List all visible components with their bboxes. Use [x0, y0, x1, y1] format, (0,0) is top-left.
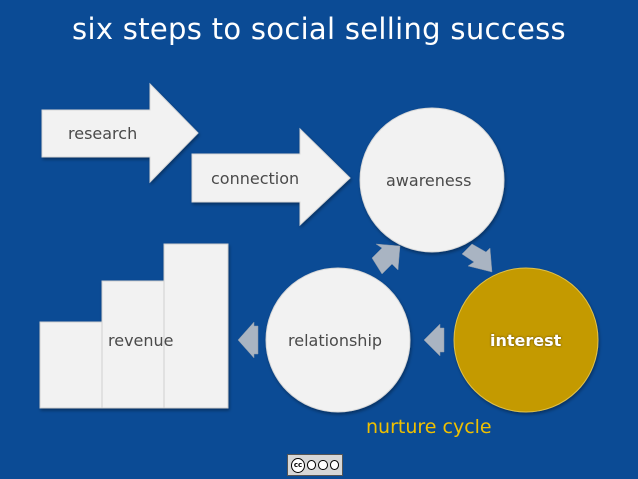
relationship-label: relationship: [288, 331, 383, 350]
interest-circle: [453, 267, 599, 413]
cycle-arrow-interest-to-relationship: [423, 323, 445, 357]
awareness-circle: [359, 107, 505, 253]
relationship-circle: [265, 267, 411, 413]
awareness-label: awareness: [386, 171, 472, 190]
creative-commons-icon: cc: [287, 454, 343, 476]
interest-label: interest: [490, 331, 562, 350]
sharealike-icon: [329, 460, 339, 470]
arrow-relationship-to-revenue: [237, 321, 259, 359]
connection-arrow: [191, 127, 351, 227]
research-label: research: [68, 124, 138, 143]
nurture-cycle-caption: nurture cycle: [366, 416, 492, 438]
cc-logo-icon: cc: [291, 457, 305, 473]
attribution-icon: [306, 460, 317, 470]
noncommercial-icon: [318, 460, 328, 470]
cycle-arrow-relationship-to-awareness: [371, 243, 401, 275]
connection-label: connection: [211, 169, 300, 188]
cycle-arrow-awareness-to-interest: [461, 243, 493, 273]
revenue-label: revenue: [108, 331, 174, 350]
revenue-staircase: [39, 243, 229, 409]
research-arrow: [41, 82, 199, 184]
slide-title: six steps to social selling success: [72, 12, 566, 46]
